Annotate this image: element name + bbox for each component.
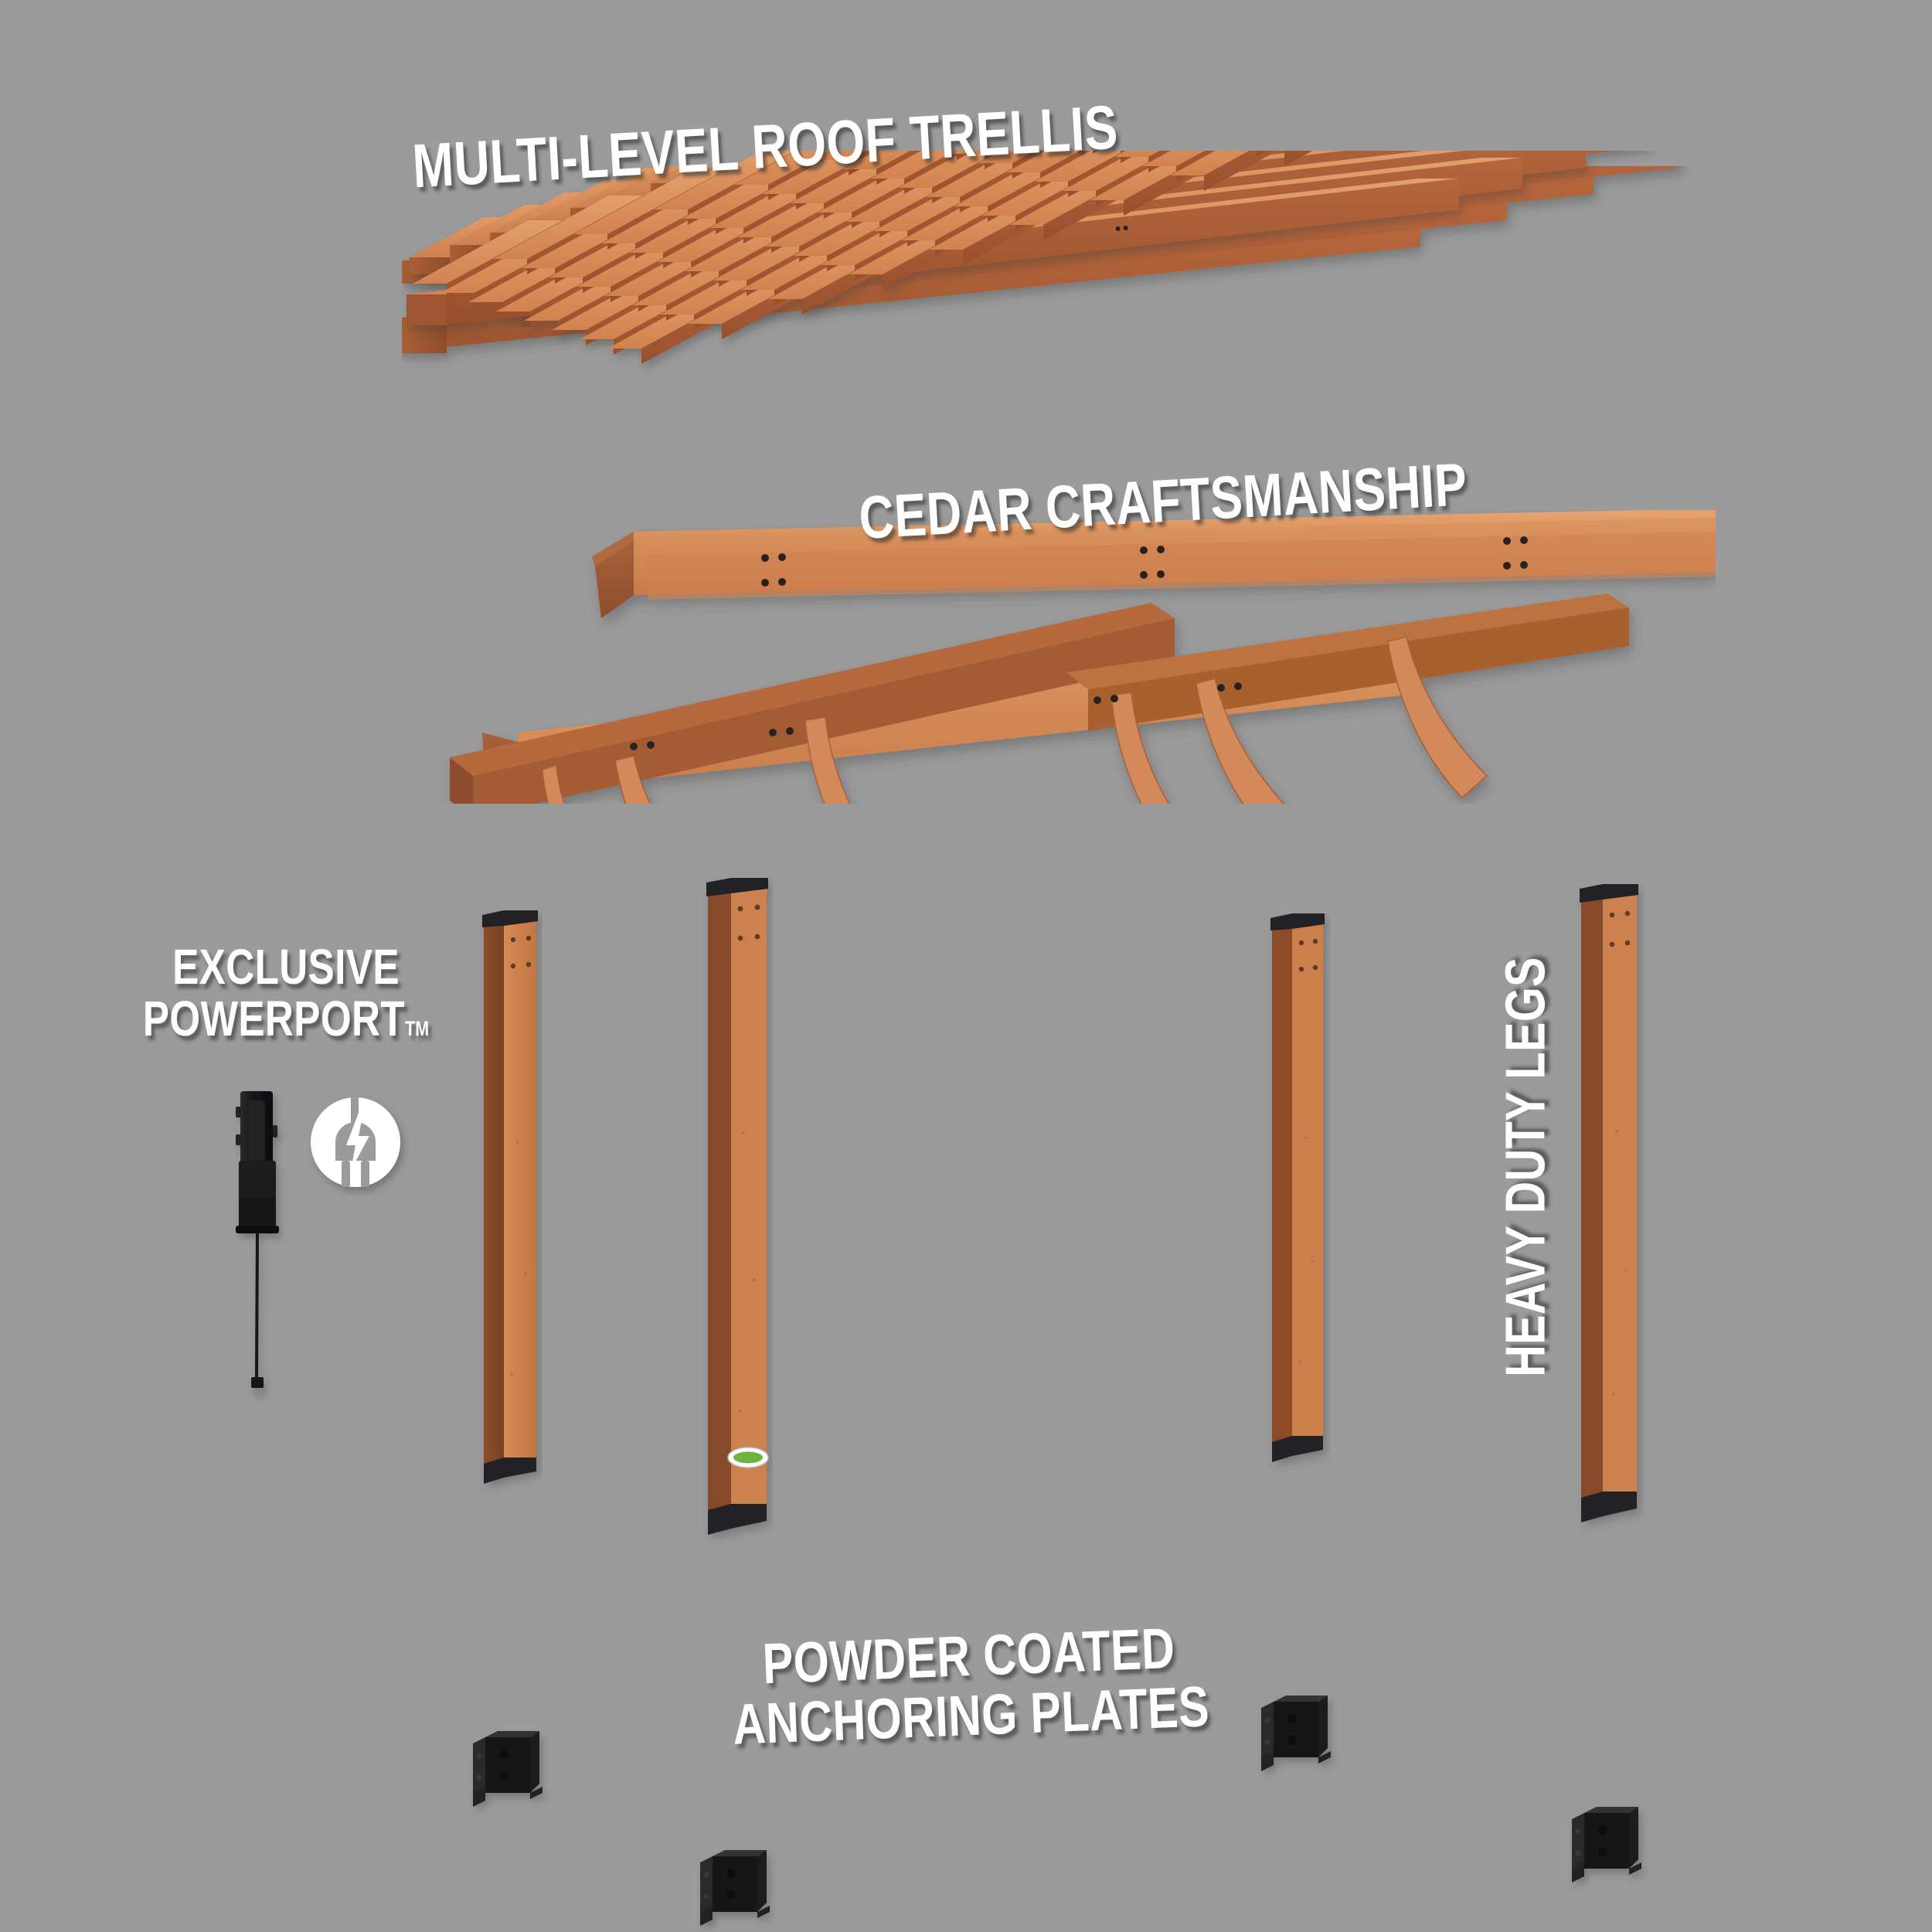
anchor-plate-3 <box>700 1850 770 1926</box>
roof-trellis-illustration <box>402 166 1680 353</box>
post-4 <box>1580 884 1638 1522</box>
label-heavy-duty-legs-text: HEAVY DUTY LEGS <box>1495 957 1557 1377</box>
label-anchoring-plates: POWDER COATED ANCHORING PLATES <box>581 1612 1358 1760</box>
label-cedar-craftsmanship-text: CEDAR CRAFTSMANSHIP <box>857 450 1469 552</box>
label-powerport-line2: POWERPORT <box>142 990 406 1046</box>
label-powerport-tm: TM <box>405 1016 430 1040</box>
label-heavy-duty-legs: HEAVY DUTY LEGS <box>1495 904 1557 1430</box>
cedar-beam-assembly-illustration <box>450 510 1716 804</box>
brand-oval-badge <box>727 1447 769 1468</box>
anchor-plate-4 <box>1572 1807 1641 1883</box>
label-roof-trellis: MULTI-LEVEL ROOF TRELLIS <box>322 90 1207 203</box>
post-3 <box>1270 913 1325 1462</box>
power-plug-bolt-icon <box>311 1097 400 1187</box>
label-powerport-line2-wrap: POWERPORTTM <box>125 990 447 1046</box>
label-powerport-line1: EXCLUSIVE <box>172 939 400 995</box>
anchor-plate-1 <box>473 1731 543 1807</box>
label-exclusive-powerport: EXCLUSIVE POWERPORTTM <box>85 941 487 1044</box>
label-roof-trellis-text: MULTI-LEVEL ROOF TRELLIS <box>410 92 1120 201</box>
label-cedar-craftsmanship: CEDAR CRAFTSMANSHIP <box>781 449 1544 554</box>
post-2 <box>706 878 769 1535</box>
powerport-device-illustration <box>236 1091 279 1395</box>
roof-trellis-detail <box>406 151 1616 364</box>
